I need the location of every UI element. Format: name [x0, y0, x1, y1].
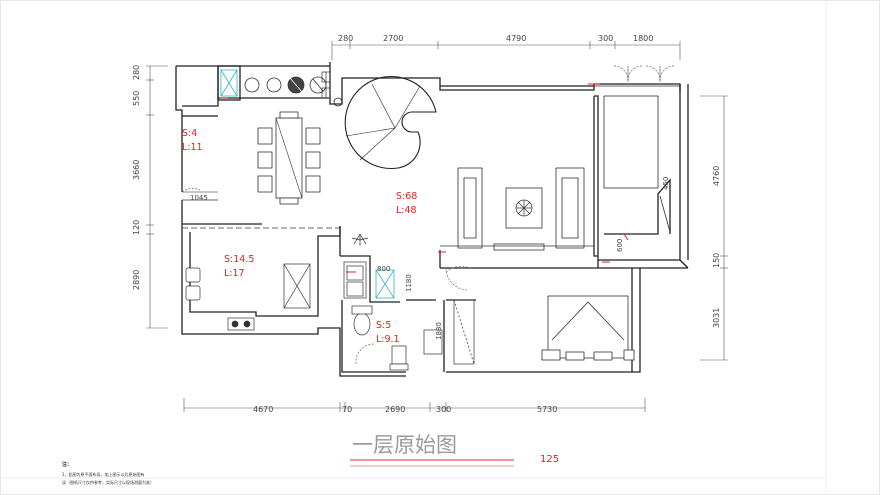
dim-inner-1880: 1880	[435, 322, 443, 340]
room-perimeter-label: L:9.1	[376, 334, 400, 345]
dimension-bottom	[183, 398, 646, 412]
room-perimeter-label: L:48	[396, 205, 417, 216]
dim-inner-1045: 1045	[190, 194, 208, 202]
door-swings	[181, 65, 675, 365]
bed-icon	[541, 295, 635, 361]
dim-inner-800: 800	[377, 265, 390, 273]
dim-inner-450: 450	[662, 177, 670, 190]
shower-area	[423, 299, 475, 365]
dimension-top	[331, 41, 681, 60]
study-cabinet	[603, 95, 671, 233]
plant-icon	[351, 233, 369, 246]
dim-left-2: 550	[132, 91, 141, 106]
dim-inner-1180: 1180	[405, 274, 413, 292]
notes-heading: 注：	[62, 461, 72, 468]
stair-newel	[333, 97, 343, 107]
dim-bottom-1: 4670	[253, 405, 273, 414]
fridge	[283, 263, 311, 309]
room-perimeter-label: L:17	[224, 268, 245, 279]
dining-table-icon	[257, 111, 321, 205]
service-shafts	[220, 69, 395, 299]
room-area-label: S:4	[182, 128, 197, 139]
dim-top-2: 2700	[383, 34, 403, 43]
notes-line-2: 误（图纸尺寸仅供参考，实际尺寸以现场测量为准）	[62, 479, 154, 485]
dim-bottom-4: 300	[436, 405, 451, 414]
dim-left-1: 280	[132, 65, 141, 80]
room-area-label: S:14.5	[224, 254, 254, 265]
dim-top-3: 4790	[506, 34, 526, 43]
room-perimeter-label: L:11	[182, 142, 203, 153]
bar-stools	[244, 76, 327, 94]
kitchen-sink	[185, 267, 201, 301]
notes-line-1: 1、此图为原平面布局，加上图示以后原始图有	[62, 471, 145, 477]
dim-inner-600: 600	[616, 239, 624, 252]
toilet-icon	[351, 305, 409, 371]
plant-icon	[515, 199, 533, 217]
dim-left-3: 3660	[132, 160, 141, 180]
wall-cabinets	[321, 71, 331, 99]
dim-bottom-2: 70	[342, 405, 352, 414]
room-area-label: S:68	[396, 191, 417, 202]
dim-left-4: 120	[132, 220, 141, 235]
dimension-right	[700, 95, 728, 361]
spiral-stair-icon	[344, 75, 437, 170]
dim-right-2: 150	[712, 253, 721, 268]
drawing-title: 一层原始图	[352, 433, 457, 457]
washing-machine	[343, 261, 367, 299]
room-area-label: S:5	[376, 320, 391, 331]
window-frames	[182, 85, 680, 247]
sofa-icon	[457, 167, 585, 251]
dim-top-5: 1800	[633, 34, 653, 43]
dim-left-5: 2890	[132, 270, 141, 290]
red-markers	[220, 83, 629, 273]
dim-top-1: 280	[338, 34, 353, 43]
dimension-left	[146, 65, 168, 329]
dim-right-3: 3031	[712, 308, 721, 328]
dim-top-4: 300	[598, 34, 613, 43]
dim-right-1: 4760	[712, 166, 721, 186]
stove-icon	[227, 317, 255, 331]
dim-bottom-5: 5730	[537, 405, 557, 414]
page-number: 125	[540, 454, 559, 465]
dim-bottom-3: 2690	[385, 405, 405, 414]
